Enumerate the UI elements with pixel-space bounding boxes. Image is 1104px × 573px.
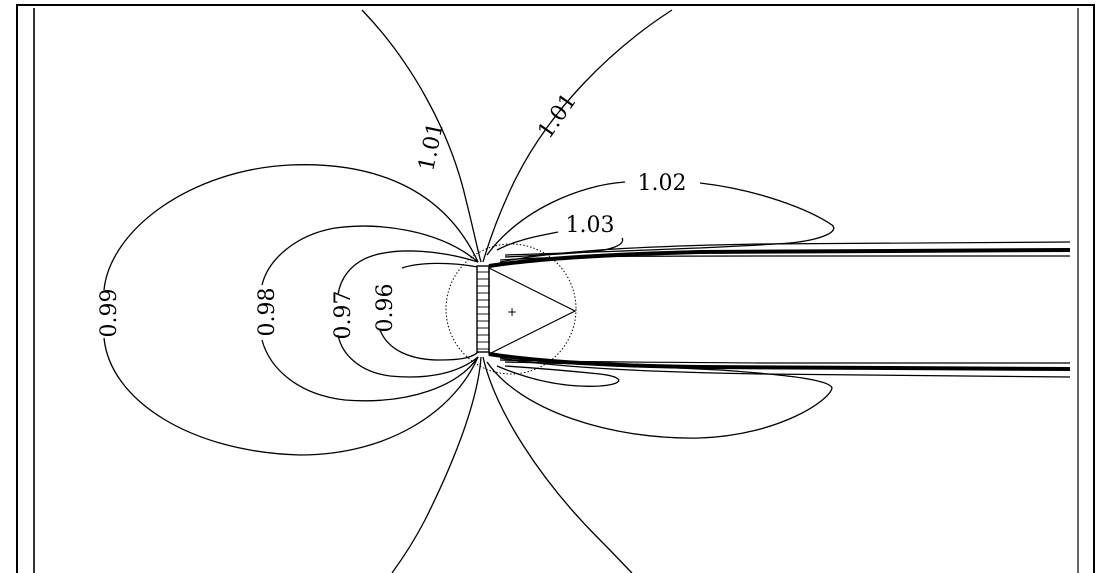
contour-label-1.03: 1.03 xyxy=(566,213,615,238)
contour-1.02-lower xyxy=(486,361,833,439)
contour-1.01-right-lower xyxy=(482,356,633,573)
contour-label-1.01-right: 1.01 xyxy=(533,89,582,143)
label-text: 1.02 xyxy=(638,171,687,196)
label-text: 1.03 xyxy=(566,213,615,238)
label-text: 0.98 xyxy=(255,288,280,337)
contour-1.02-upper xyxy=(486,181,835,256)
contour-1.01-right-upper xyxy=(482,9,673,263)
contour-label-0.99: 0.99 xyxy=(97,289,122,338)
contour-1.01-left-upper xyxy=(361,9,482,263)
contour-label-0.96: 0.96 xyxy=(373,284,398,333)
center-marker: + xyxy=(507,305,517,319)
contour-0.99 xyxy=(103,164,479,456)
body-dotted-circle xyxy=(445,243,577,375)
label-text: 1.01 xyxy=(414,120,449,173)
contour-label-1.01-left: 1.01 xyxy=(414,120,449,173)
label-text: 1.01 xyxy=(533,89,582,143)
wake-lower xyxy=(488,352,1071,378)
contour-0.96 xyxy=(379,262,479,361)
triangle-body xyxy=(488,267,577,355)
figure-frame xyxy=(16,4,1095,573)
contour-label-1.02: 1.02 xyxy=(638,171,687,196)
contour-1.01-left-lower xyxy=(391,356,482,573)
label-text: 0.97 xyxy=(331,291,356,340)
contour-1.03-lower xyxy=(496,365,620,387)
hatched-strip xyxy=(476,265,490,353)
label-text: 0.96 xyxy=(373,284,398,333)
label-text: 0.99 xyxy=(97,289,122,338)
contour-0.97 xyxy=(337,250,479,378)
contour-label-0.97: 0.97 xyxy=(331,291,356,340)
contour-label-0.98: 0.98 xyxy=(255,288,280,337)
contour-0.98 xyxy=(261,225,479,402)
contour-1.03-upper xyxy=(496,231,624,258)
wake-upper xyxy=(488,241,1071,268)
